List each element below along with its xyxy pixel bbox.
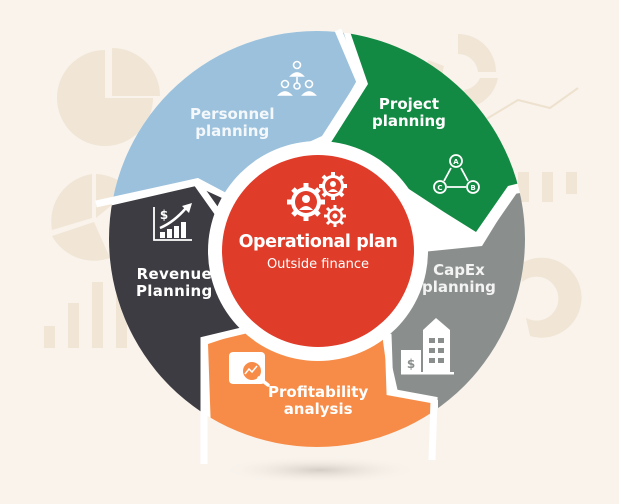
building-dollar-icon: $ xyxy=(401,318,454,375)
label-line-2: Planning xyxy=(136,281,213,300)
pie-chart-decor-icon xyxy=(57,48,160,146)
center-subtitle: Outside finance xyxy=(266,257,370,272)
team-network-icon xyxy=(277,60,317,96)
segment-label-project: Project planning xyxy=(372,96,446,130)
svg-text:$: $ xyxy=(407,357,415,371)
bar-chart-decor-icon xyxy=(44,282,127,348)
label-line-2: planning xyxy=(372,111,446,130)
segment-label-revenue: Revenue Planning xyxy=(136,266,213,300)
label-line-2: analysis xyxy=(283,399,353,418)
gears-people-icon xyxy=(287,172,347,227)
donut-chart-decor-2-icon xyxy=(520,257,582,338)
magnifier-chart-icon xyxy=(229,352,270,387)
svg-text:$: $ xyxy=(160,208,168,222)
segment-label-profitability: Profitability analysis xyxy=(268,384,368,418)
line-chart-decor-icon xyxy=(477,87,579,125)
center-title: Operational plan xyxy=(238,232,398,252)
abc-cycle-icon xyxy=(433,154,480,194)
label-line-1: Profitability xyxy=(268,383,369,401)
svg-text:B: B xyxy=(470,184,475,192)
segment-label-personnel: Personnel planning xyxy=(190,106,274,140)
bar-chart-decor-2-icon xyxy=(518,172,577,202)
svg-text:C: C xyxy=(437,184,442,192)
label-line-1: Personnel xyxy=(190,105,275,123)
svg-text:A: A xyxy=(453,158,459,166)
pie-chart-decor-2-icon xyxy=(51,174,130,261)
ground-shadow xyxy=(220,456,420,484)
label-line-1: CapEx xyxy=(433,261,485,279)
segment-separators xyxy=(95,28,519,464)
center-circle[interactable] xyxy=(222,155,414,347)
label-line-2: planning xyxy=(422,277,496,296)
growth-chart-dollar-icon: $ xyxy=(153,203,192,241)
label-line-1: Project xyxy=(378,95,439,113)
abc-cycle-letters: A C B xyxy=(437,158,475,192)
segment-label-capex: CapEx planning xyxy=(422,262,496,296)
label-line-2: planning xyxy=(195,121,270,140)
label-line-1: Revenue xyxy=(136,265,212,283)
